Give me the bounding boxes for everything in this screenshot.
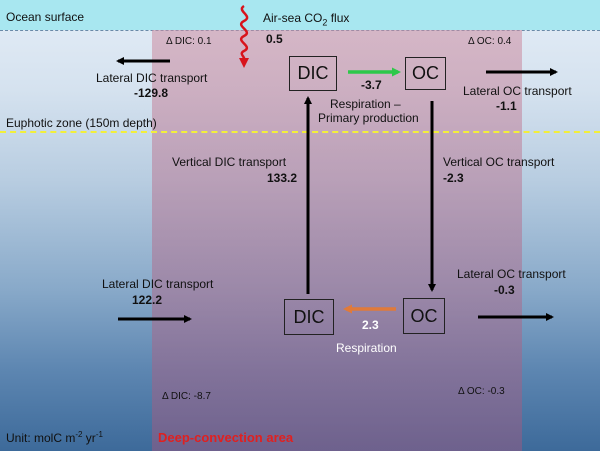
upper-dic-box: DIC (289, 56, 337, 91)
upper-lateral-oc-label: Lateral OC transport (463, 84, 572, 98)
upper-delta-oc: Δ OC: 0.4 (468, 36, 512, 47)
vertical-dic-value: 133.2 (267, 171, 298, 185)
unit-label: Unit: molC m-2 yr-1 (6, 430, 103, 445)
conversion-label-line1: Respiration – (330, 97, 401, 111)
vertical-dic-label: Vertical DIC transport (172, 155, 287, 169)
air-sea-flux-value: 0.5 (266, 32, 283, 46)
respiration-label: Respiration (336, 341, 397, 355)
conversion-label-line2: Primary production (318, 111, 419, 125)
air-sea-flux-wavy-arrow (239, 4, 249, 61)
deep-lateral-dic-label: Lateral DIC transport (102, 277, 214, 291)
air-sea-flux-arrowhead (239, 58, 249, 68)
upper-lateral-oc-value: -1.1 (496, 99, 517, 113)
vertical-oc-label: Vertical OC transport (443, 155, 555, 169)
deep-dic-box: DIC (284, 299, 334, 335)
deep-oc-box: OC (403, 298, 445, 334)
deep-delta-dic: Δ DIC: -8.7 (162, 391, 211, 402)
deep-lateral-oc-value: -0.3 (494, 283, 515, 297)
deep-convection-area-region (152, 30, 522, 451)
upper-oc-box: OC (405, 57, 446, 90)
upper-lateral-dic-value: -129.8 (134, 86, 169, 100)
deep-lateral-oc-label: Lateral OC transport (457, 267, 566, 281)
deep-convection-area-label: Deep-convection area (158, 430, 294, 445)
euphotic-zone-line (0, 131, 600, 133)
upper-delta-dic: Δ DIC: 0.1 (166, 36, 212, 47)
ocean-surface-label: Ocean surface (6, 10, 85, 24)
vertical-oc-value: -2.3 (443, 171, 464, 185)
respiration-value: 2.3 (362, 318, 379, 332)
deep-delta-oc: Δ OC: -0.3 (458, 386, 505, 397)
conversion-value: -3.7 (361, 78, 382, 92)
ocean-surface-band (0, 0, 600, 30)
air-sea-flux-label: Air-sea CO2 flux (263, 11, 350, 28)
deep-lateral-dic-value: 122.2 (132, 293, 163, 307)
upper-lateral-dic-label: Lateral DIC transport (96, 71, 208, 85)
euphotic-zone-label: Euphotic zone (150m depth) (6, 116, 157, 130)
